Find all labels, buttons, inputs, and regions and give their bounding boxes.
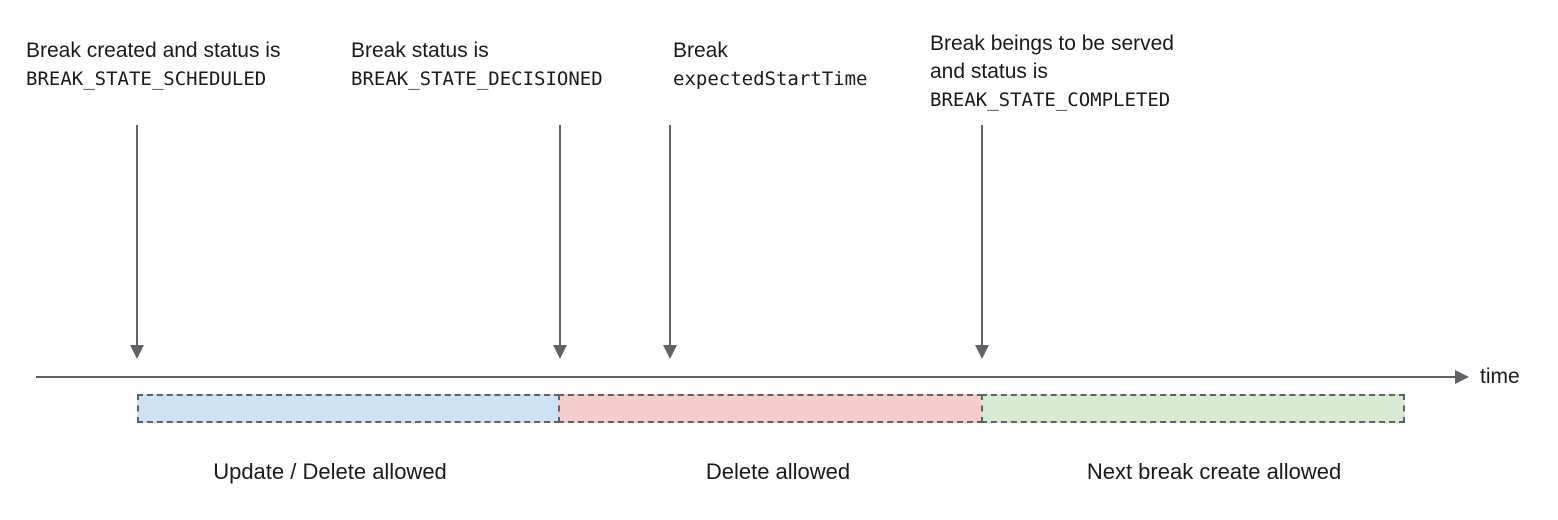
annotation-expected-start-time: Break expectedStartTime <box>673 37 867 93</box>
arrow-head-icon <box>130 345 144 359</box>
arrow-shaft <box>559 125 561 345</box>
timeline-arrow-head-icon <box>1455 370 1469 384</box>
segment-next-break-create-allowed <box>981 394 1405 423</box>
segment-label: Delete allowed <box>705 459 851 484</box>
arrow-shaft <box>669 125 671 345</box>
arrow-head-icon <box>975 345 989 359</box>
annotation-code: expectedStartTime <box>673 68 868 90</box>
annotation-code: BREAK_STATE_DECISIONED <box>351 68 603 90</box>
annotation-break-decisioned: Break status is BREAK_STATE_DECISIONED <box>351 37 603 93</box>
segment-update-delete-allowed <box>137 394 560 423</box>
timeline-axis-label: time <box>1480 365 1520 388</box>
segment-label: Update / Delete allowed <box>213 459 447 484</box>
annotation-text: and status is <box>930 60 1048 83</box>
annotation-code: BREAK_STATE_COMPLETED <box>930 89 1171 111</box>
arrow-head-icon <box>553 345 567 359</box>
arrow-shaft <box>981 125 983 345</box>
segment-label: Next break create allowed <box>1086 459 1342 484</box>
timeline-axis <box>36 376 1455 378</box>
arrow-shaft <box>136 125 138 345</box>
annotation-code: BREAK_STATE_SCHEDULED <box>26 68 267 90</box>
annotation-text: Break created and status is <box>26 39 281 62</box>
annotation-text: Break status is <box>351 39 489 62</box>
annotation-break-scheduled: Break created and status is BREAK_STATE_… <box>26 37 280 93</box>
annotation-text: Break <box>673 39 728 62</box>
annotation-text: Break beings to be served <box>930 32 1174 55</box>
segment-delete-allowed <box>558 394 983 423</box>
arrow-head-icon <box>663 345 677 359</box>
annotation-break-completed: Break beings to be served and status is … <box>930 30 1174 114</box>
